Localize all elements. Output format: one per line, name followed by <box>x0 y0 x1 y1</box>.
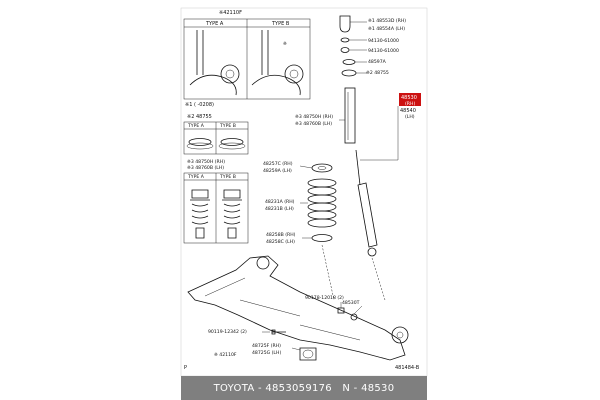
label-48597a: 48597A <box>368 59 387 65</box>
footer-part-number: 4853059176 <box>265 382 332 394</box>
label-48553d: ※1 48553D (RH) <box>368 18 406 24</box>
diagram-frame <box>180 7 428 377</box>
highlight-48530: 48530 (RH) <box>399 93 421 107</box>
label-48755-right: ※2 48755 <box>366 70 389 76</box>
label-48540: 48540 <box>400 108 416 114</box>
label-48530t: 48530T <box>342 300 360 306</box>
lower-spring-seat <box>302 234 333 242</box>
label-48258b: 48258B (RH) <box>266 232 296 238</box>
nut-2 <box>340 47 367 53</box>
label-type-b: TYPE B <box>271 21 290 27</box>
label-nut2: 94130-61000 <box>368 48 399 54</box>
svg-text:TYPE A: TYPE A <box>187 123 205 129</box>
footer-sep-1: - <box>254 382 266 394</box>
lead-bush <box>291 347 301 351</box>
label-48554a: ※1 48554A (LH) <box>368 26 405 32</box>
rear-axle-beam <box>187 255 409 361</box>
label-48530-rh: (RH) <box>405 101 415 107</box>
label-48530: 48530 <box>401 95 417 101</box>
label-48259a: 48259A (LH) <box>263 168 292 174</box>
svg-text:TYPE B: TYPE B <box>219 174 236 180</box>
svg-text:※: ※ <box>283 41 287 47</box>
catalog-number: 481484-B <box>395 365 420 371</box>
bolt-90178 <box>337 302 345 314</box>
nut-48530t <box>350 305 363 321</box>
label-48755-left: ※2 48755 <box>187 114 212 120</box>
inset-type-ab: TYPE A TYPE B ※ <box>183 18 311 100</box>
upper-spring-seat <box>299 163 333 173</box>
part-number-footer: TOYOTA - 4853059176 N - 48530 <box>181 376 427 400</box>
label-bumper2-lh: ※3 48760B (LH) <box>187 165 224 171</box>
inset-bumper-types-1: TYPE A TYPE B <box>183 121 249 155</box>
label-axle: ※ 42110F <box>214 352 237 358</box>
washer-48597a <box>342 59 367 65</box>
footer-sep-2: N - <box>331 382 362 394</box>
svg-text:TYPE B: TYPE B <box>219 123 236 129</box>
label-48231b: 48231B (LH) <box>265 206 294 212</box>
guide-line-shock <box>371 257 386 301</box>
label-bumper-lh: ※3 48760B (LH) <box>295 121 332 127</box>
label-48725f: 48725F (RH) <box>252 343 281 349</box>
label-bumper-rh: ※3 48750H (RH) <box>295 114 333 120</box>
footer-brand: TOYOTA <box>213 382 255 394</box>
guide-line-spring <box>321 244 335 301</box>
mount-48755 <box>341 69 367 77</box>
label-bumper2-rh: ※3 48750H (RH) <box>187 159 225 165</box>
label-48258c: 48258C (LH) <box>266 239 295 245</box>
label-90119: 90119-12342 (2) <box>208 329 247 335</box>
label-48231a: 48231A (RH) <box>265 199 295 205</box>
bump-stop <box>339 87 356 144</box>
footer-part-code: 48530 <box>361 382 395 394</box>
shock-absorber <box>355 106 399 257</box>
label-48257c: 48257C (RH) <box>263 161 293 167</box>
upper-mount-cap <box>339 15 367 33</box>
inset-bumper-types-2: TYPE A TYPE B <box>183 172 249 244</box>
bolt-90119 <box>262 329 286 335</box>
label-48540-lh: (LH) <box>405 114 415 120</box>
label-48725g: 48725G (LH) <box>252 350 281 356</box>
coil-spring <box>300 178 337 228</box>
label-type-a: TYPE A <box>205 21 224 27</box>
label-nut1: 94130-61000 <box>368 38 399 44</box>
nut-1 <box>340 37 367 43</box>
note-1: ※1 ( -0208) <box>185 102 214 108</box>
page-mark: P <box>184 365 187 371</box>
label-90178: 90178-12018 (2) <box>305 295 344 301</box>
svg-text:TYPE A: TYPE A <box>187 174 205 180</box>
label-ref-top: ※42110F <box>219 10 242 16</box>
